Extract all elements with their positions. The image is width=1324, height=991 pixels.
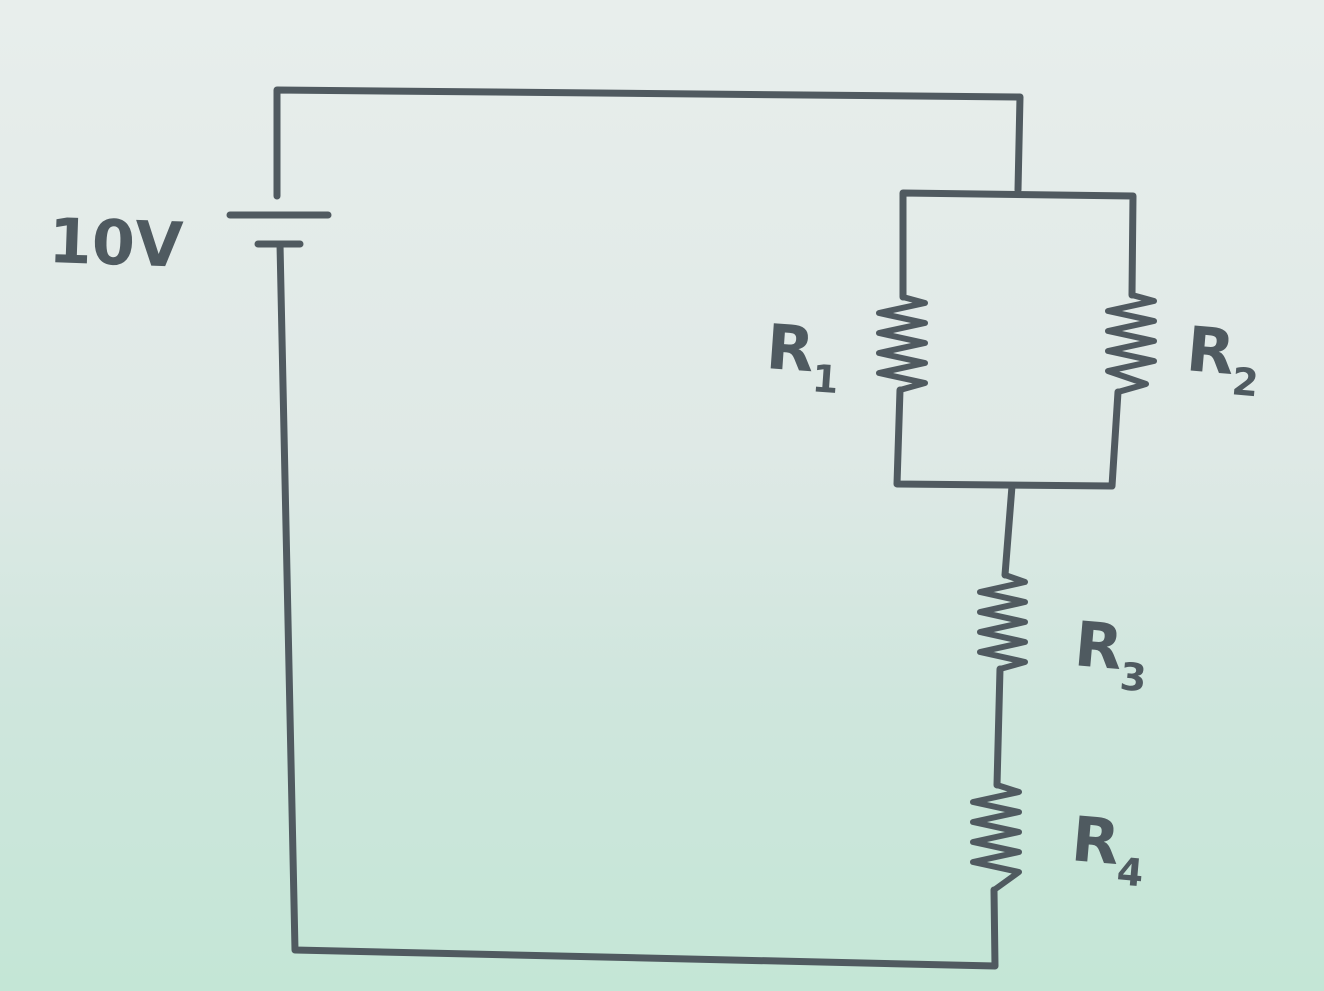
resistor-R1-letter: R [764, 310, 817, 386]
resistor-R3-symbol [977, 572, 1028, 672]
wire-parallel-bottom [893, 386, 1122, 490]
resistor-R2-symbol [1105, 292, 1157, 395]
resistor-R2-label: R2 [1182, 312, 1264, 405]
wire-series-top [1001, 482, 1016, 579]
resistor-R3-letter: R [1072, 607, 1126, 684]
resistor-R1-label: R1 [763, 310, 843, 402]
resistor-R1-symbol [876, 294, 928, 393]
resistor-R4-label: R4 [1067, 802, 1149, 895]
resistor-R1-subscript: 1 [811, 356, 840, 402]
battery-voltage-label: 10V [47, 204, 184, 282]
resistor-R3-label: R3 [1070, 607, 1152, 700]
wire-top-left [273, 86, 1024, 200]
wire-series-middle [993, 665, 1004, 789]
resistor-R4-letter: R [1069, 802, 1123, 879]
resistor-R2-subscript: 2 [1230, 359, 1260, 405]
wire-left [276, 240, 999, 970]
resistor-R4-symbol [970, 782, 1022, 893]
resistor-R2-letter: R [1184, 312, 1238, 389]
resistor-R4-subscript: 4 [1115, 849, 1145, 895]
resistor-R3-subscript: 3 [1118, 654, 1148, 700]
wire-parallel-top [899, 189, 1137, 301]
